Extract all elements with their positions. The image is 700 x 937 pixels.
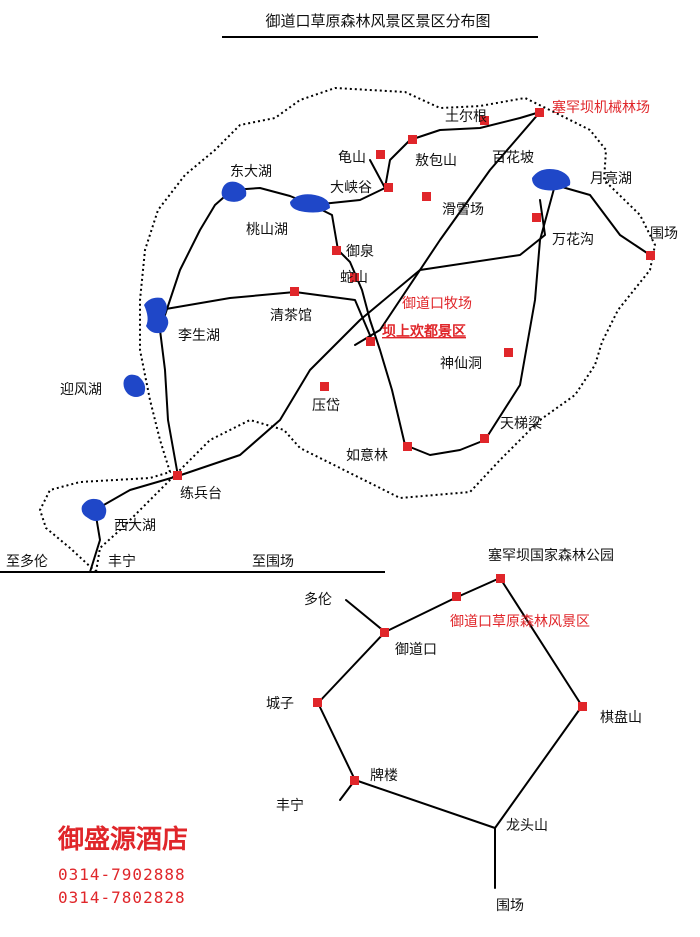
marker-wanhuagou	[532, 213, 541, 222]
label-weichang: 围场	[496, 898, 524, 914]
label-chengzi: 城子	[266, 696, 294, 712]
marker-qingchaguan	[290, 287, 299, 296]
scenic-labels: 土尔根 塞罕坝机械林场 龟山 敖包山 百花坡 东大湖 大峡谷 滑雪场 月亮湖 桃…	[6, 99, 678, 570]
label-zhiweichang: 至围场	[252, 554, 294, 570]
label-yudaokou-scenic: 御道口草原森林风景区	[450, 614, 590, 630]
label-qingchaguan: 清茶馆	[270, 308, 312, 324]
label-saihanba-forest-farm: 塞罕坝机械林场	[552, 99, 650, 116]
hotel-phone-2: 0314-7802828	[58, 888, 186, 907]
label-ruyilin: 如意林	[346, 447, 388, 464]
marker-pailou	[350, 776, 359, 785]
map-title: 御道口草原森林风景区景区分布图	[265, 12, 490, 30]
label-baihuapo: 百花坡	[492, 150, 534, 166]
label-xidahu: 西大湖	[114, 518, 156, 534]
label-duolun: 多伦	[304, 591, 332, 608]
marker-saihanba-park	[496, 574, 505, 583]
marker-saihanba-forest-farm	[535, 108, 544, 117]
lake-dongdahu	[221, 181, 247, 202]
marker-yudaokou	[380, 628, 389, 637]
label-lishenghu: 李生湖	[178, 328, 220, 344]
marker-qipanshan	[578, 702, 587, 711]
label-tiantiliang: 天梯梁	[500, 416, 542, 432]
lake-taoshanhu	[290, 194, 330, 213]
label-pailou: 牌楼	[370, 767, 398, 784]
label-fengning-top: 丰宁	[108, 553, 136, 570]
scenic-markers	[173, 108, 655, 480]
hotel-name: 御盛源酒店	[57, 824, 188, 855]
label-saihanba-park: 塞罕坝国家森林公园	[488, 547, 614, 564]
label-tuergen: 土尔根	[445, 109, 487, 125]
hotel-phone-1: 0314-7902888	[58, 865, 186, 884]
route-labels: 塞罕坝国家森林公园 多伦 御道口草原森林风景区 御道口 城子 棋盘山 牌楼 丰宁…	[266, 547, 642, 914]
marker-yadai	[320, 382, 329, 391]
hotel-brand: 御盛源酒店 0314-7902888 0314-7802828	[57, 824, 188, 907]
lake-yingfenghu	[123, 374, 146, 397]
label-aobaoshan: 敖包山	[415, 153, 457, 169]
label-yuquan: 御泉	[346, 243, 374, 260]
marker-lianbingtai	[173, 471, 182, 480]
label-huaxuechang: 滑雪场	[442, 201, 484, 218]
label-daxiagu: 大峡谷	[330, 180, 372, 196]
marker-shenxiandong	[504, 348, 513, 357]
marker-tuergen	[480, 116, 489, 125]
label-bashang-huandu: 坝上欢都景区	[382, 323, 466, 340]
label-lianbingtai: 练兵台	[180, 486, 222, 502]
label-yadai: 压岱	[312, 398, 340, 414]
marker-chengzi	[313, 698, 322, 707]
marker-guishan	[376, 150, 385, 159]
marker-yudaokou-scenic	[452, 592, 461, 601]
marker-daxiagu	[384, 183, 393, 192]
lake-xidahu	[81, 498, 107, 521]
label-yudaokou-pasture: 御道口牧场	[402, 296, 472, 312]
label-qipanshan: 棋盘山	[600, 709, 642, 726]
marker-yuquan	[332, 246, 341, 255]
marker-sheshan	[350, 273, 359, 282]
lakes	[81, 169, 571, 521]
label-dongdahu: 东大湖	[230, 164, 272, 180]
label-yudaokou: 御道口	[395, 642, 437, 658]
marker-bashang-huandu	[366, 337, 375, 346]
marker-weichang-top	[646, 251, 655, 260]
label-yingfenghu: 迎风湖	[60, 382, 102, 398]
label-longtoushan: 龙头山	[506, 818, 548, 834]
label-taoshanhu: 桃山湖	[246, 222, 288, 238]
label-wanhuagou: 万花沟	[552, 232, 594, 248]
marker-ruyilin	[403, 442, 412, 451]
label-weichang-top: 围场	[650, 226, 678, 242]
marker-tiantiliang	[480, 434, 489, 443]
marker-aobaoshan	[408, 135, 417, 144]
label-sheshan: 蛇山	[340, 270, 368, 286]
lake-lishenghu	[144, 297, 169, 334]
label-guishan: 龟山	[338, 150, 366, 166]
marker-huaxuechang	[422, 192, 431, 201]
label-yueliianghu: 月亮湖	[590, 170, 632, 187]
label-zhiduolun: 至多伦	[6, 553, 48, 570]
label-shenxiandong: 神仙洞	[440, 356, 482, 372]
label-fengning: 丰宁	[276, 797, 304, 814]
route-markers	[313, 574, 587, 785]
lake-yueliianghu	[532, 169, 571, 191]
